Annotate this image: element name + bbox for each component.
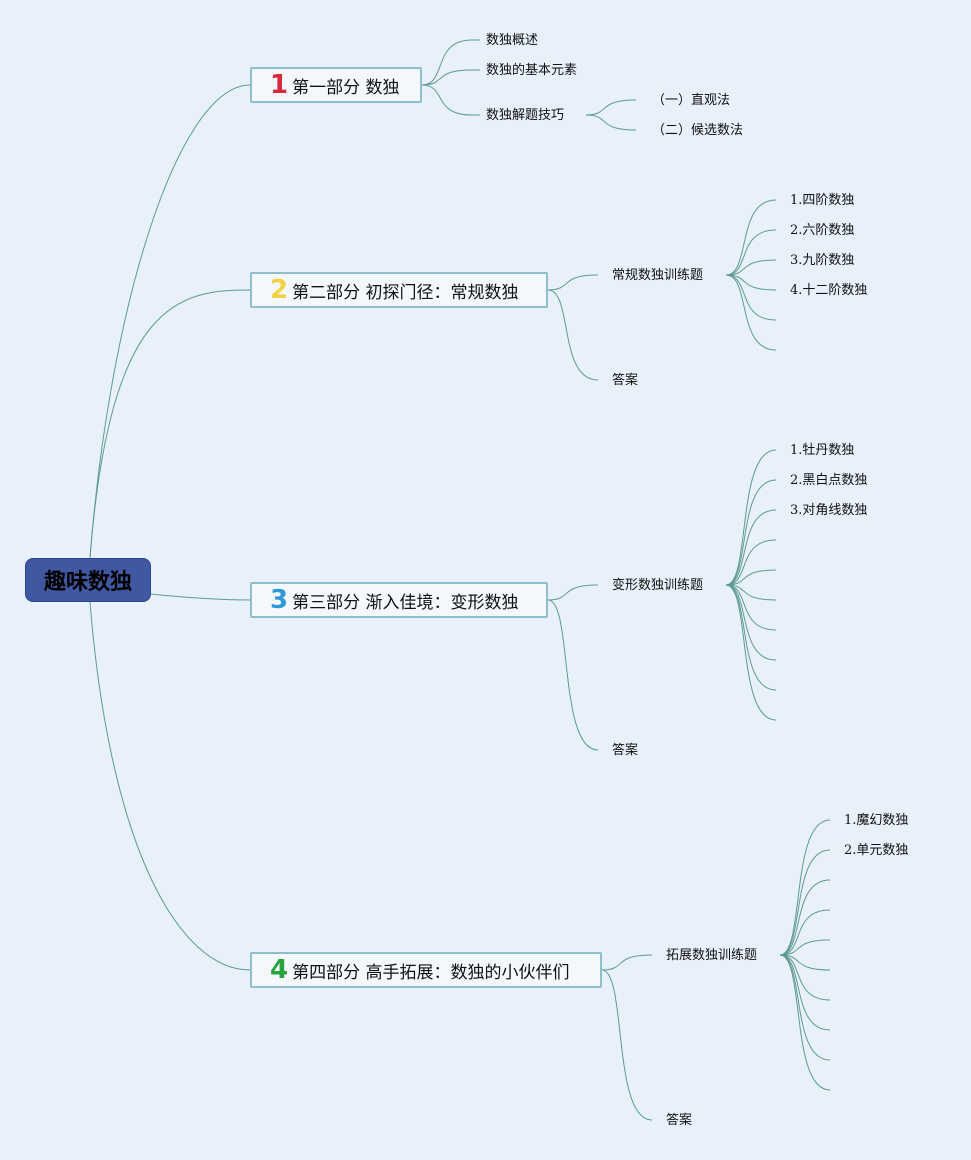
connector-line — [725, 584, 777, 691]
subtopic-node[interactable]: 1.魔幻数独 — [844, 813, 909, 828]
root-node[interactable]: 趣味数独 — [25, 558, 151, 602]
part-node-4[interactable]: 4 第四部分 高手拓展：数独的小伙伴们 — [250, 952, 602, 988]
subtopic-node[interactable]: （二）候选数法 — [652, 123, 744, 138]
connector-line — [725, 229, 777, 276]
connector-line — [725, 584, 777, 631]
subtopic-node[interactable]: 1.四阶数独 — [790, 193, 855, 208]
connector-line — [601, 969, 653, 1121]
connector-line — [547, 584, 599, 601]
subtopic-node[interactable]: 4.十二阶数独 — [790, 283, 868, 298]
connector-line — [779, 954, 831, 1061]
subtopic-node[interactable]: 3.对角线数独 — [790, 503, 868, 518]
connector-line — [779, 879, 831, 956]
root-label: 趣味数独 — [43, 570, 132, 595]
topic-node[interactable]: 答案 — [612, 743, 639, 758]
connector-line — [585, 114, 637, 131]
connector-line — [725, 449, 777, 586]
connector-line — [725, 199, 777, 276]
part-label-3: 第三部分 渐入佳境：变形数独 — [292, 592, 519, 613]
connector-line — [547, 274, 599, 291]
topic-node[interactable]: 答案 — [612, 373, 639, 388]
part-node-3[interactable]: 3 第三部分 渐入佳境：变形数独 — [250, 582, 548, 618]
topic-node[interactable]: 答案 — [666, 1113, 693, 1128]
topic-node[interactable]: 拓展数独训练题 — [666, 948, 758, 963]
part-number-2: 2 — [270, 275, 289, 305]
connector-line — [421, 69, 473, 86]
connector-line — [779, 939, 831, 956]
root-connector — [89, 601, 251, 971]
topic-node[interactable]: 常规数独训练题 — [612, 268, 704, 283]
connector-line — [547, 599, 599, 751]
part-node-2[interactable]: 2 第二部分 初探门径：常规数独 — [250, 272, 548, 308]
connector-line — [725, 274, 777, 291]
connector-line — [725, 259, 777, 276]
part-node-1[interactable]: 1 第一部分 数独 — [250, 67, 422, 103]
connector-line — [725, 509, 777, 586]
part-number-1: 1 — [270, 70, 289, 100]
root-connector — [89, 84, 251, 559]
part-number-3: 3 — [270, 585, 289, 615]
root-connector — [89, 289, 251, 559]
topic-node[interactable]: 数独概述 — [486, 33, 539, 48]
connector-line — [725, 584, 777, 721]
part-label-1: 第一部分 数独 — [292, 77, 400, 98]
part-label-4: 第四部分 高手拓展：数独的小伙伴们 — [292, 962, 570, 983]
part-number-4: 4 — [270, 955, 289, 985]
part-label-2: 第二部分 初探门径：常规数独 — [292, 282, 519, 303]
root-connector — [149, 593, 251, 601]
connector-line — [779, 954, 831, 971]
connector-line — [725, 584, 777, 601]
subtopic-node[interactable]: 3.九阶数独 — [790, 253, 855, 268]
topic-node[interactable]: 数独的基本元素 — [486, 63, 578, 78]
connector-line — [779, 819, 831, 956]
connector-line — [601, 954, 653, 971]
connector-line — [421, 39, 473, 86]
connector-line — [779, 909, 831, 956]
connector-line — [547, 289, 599, 381]
subtopic-node[interactable]: 2.六阶数独 — [790, 223, 855, 238]
topic-node[interactable]: 数独解题技巧 — [486, 108, 565, 123]
connector-line — [725, 569, 777, 586]
connector-line — [421, 84, 473, 116]
topic-node[interactable]: 变形数独训练题 — [612, 578, 704, 593]
connector-line — [725, 274, 777, 351]
subtopic-node[interactable]: 1.牡丹数独 — [790, 443, 855, 458]
subtopic-node[interactable]: 2.黑白点数独 — [790, 473, 868, 488]
subtopic-node[interactable]: 2.单元数独 — [844, 843, 909, 858]
subtopic-node[interactable]: （一）直观法 — [652, 93, 731, 108]
connector-line — [725, 274, 777, 321]
connector-line — [725, 479, 777, 586]
connector-line — [779, 849, 831, 956]
connector-line — [779, 954, 831, 1001]
connector-line — [585, 99, 637, 116]
connector-line — [779, 954, 831, 1091]
connector-line — [725, 539, 777, 586]
